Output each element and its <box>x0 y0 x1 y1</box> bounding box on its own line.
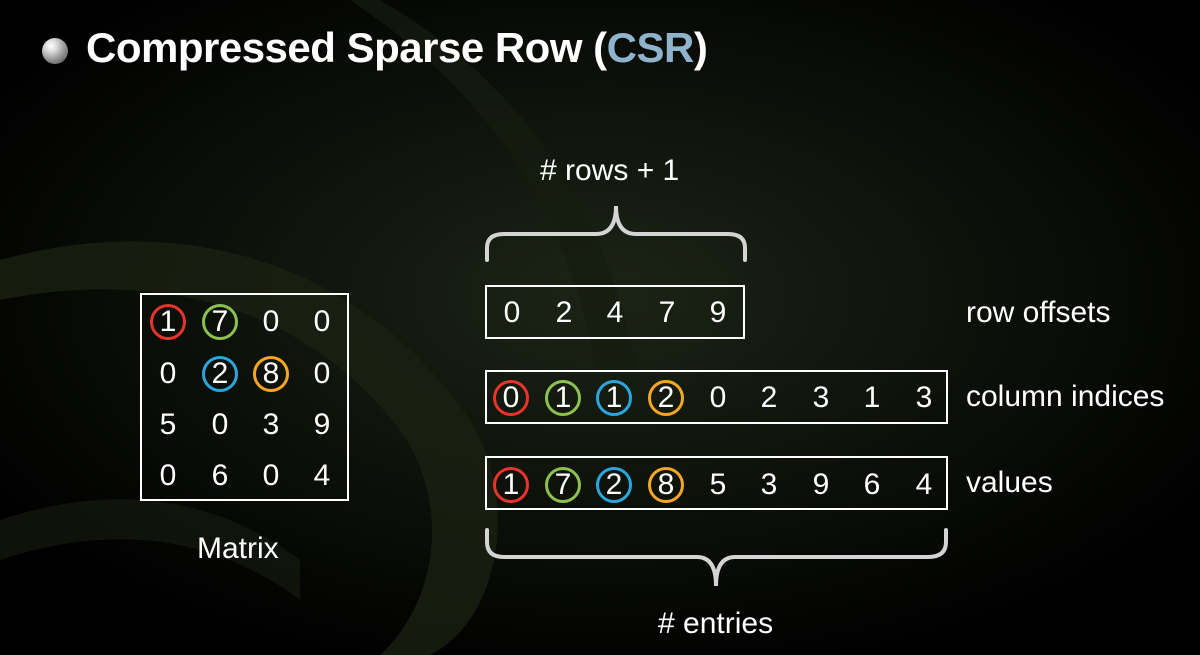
column-index-value: 2 <box>648 380 684 416</box>
value-entry: 4 <box>915 468 933 501</box>
values-box <box>485 456 948 510</box>
value-entry: 8 <box>648 467 684 503</box>
matrix-cell: 0 <box>313 305 331 338</box>
matrix-cell: 5 <box>159 408 177 441</box>
column-index-value: 1 <box>545 380 581 416</box>
column-indices-box <box>485 370 948 424</box>
column-index-value: 2 <box>760 381 778 414</box>
matrix-cell: 0 <box>313 357 331 390</box>
value-entry: 2 <box>596 467 632 503</box>
matrix-cell: 3 <box>262 408 280 441</box>
matrix-box <box>140 293 349 501</box>
matrix-cell: 9 <box>313 408 331 441</box>
value-entry: 3 <box>760 468 778 501</box>
values-label: values <box>966 466 1053 499</box>
row-offset-value: 7 <box>658 296 676 329</box>
matrix-cell: 8 <box>253 356 289 392</box>
entries-label: # entries <box>658 607 774 640</box>
rows-plus-one-label: # rows + 1 <box>540 154 680 187</box>
row-offset-value: 0 <box>503 296 521 329</box>
matrix-cell: 2 <box>202 356 238 392</box>
matrix-label: Matrix <box>197 532 279 565</box>
matrix-cell: 0 <box>159 459 177 492</box>
row-offsets-box <box>485 285 745 339</box>
value-entry: 6 <box>863 468 881 501</box>
row-offset-value: 9 <box>709 296 727 329</box>
matrix-cell: 0 <box>211 408 229 441</box>
column-indices-label: column indices <box>966 380 1165 413</box>
column-index-value: 3 <box>915 381 933 414</box>
column-index-value: 0 <box>709 381 727 414</box>
title-bullet-icon <box>42 38 68 64</box>
value-entry: 7 <box>545 467 581 503</box>
row-offset-value: 4 <box>606 296 624 329</box>
value-entry: 1 <box>493 467 529 503</box>
column-index-value: 1 <box>863 381 881 414</box>
matrix-cell: 0 <box>262 459 280 492</box>
row-offset-value: 2 <box>555 296 573 329</box>
column-index-value: 3 <box>812 381 830 414</box>
matrix-cell: 0 <box>262 305 280 338</box>
matrix-cell: 7 <box>202 304 238 340</box>
title-accent: CSR <box>606 24 695 71</box>
matrix-cell: 4 <box>313 459 331 492</box>
column-index-value: 0 <box>493 380 529 416</box>
matrix-cell: 0 <box>159 357 177 390</box>
matrix-cell: 1 <box>150 304 186 340</box>
row-offsets-label: row offsets <box>966 296 1111 329</box>
value-entry: 9 <box>812 468 830 501</box>
column-index-value: 1 <box>596 380 632 416</box>
matrix-cell: 6 <box>211 459 229 492</box>
value-entry: 5 <box>709 468 727 501</box>
slide-title: Compressed Sparse Row (CSR) <box>86 24 708 71</box>
